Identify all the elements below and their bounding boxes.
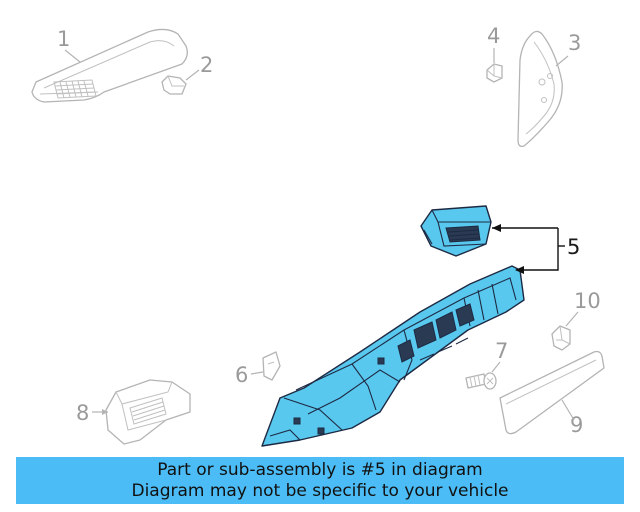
part-1-trim-panel	[31, 28, 188, 103]
callout-5-arrows	[492, 224, 565, 274]
part-1-grille	[53, 79, 97, 99]
part-5-switch-bank	[397, 303, 475, 363]
banner-line-2: Diagram may not be specific to your vehi…	[131, 480, 509, 501]
callout-6: 6	[235, 363, 248, 387]
part-6-clip	[262, 351, 281, 381]
part-5-console-panel[interactable]	[261, 265, 525, 447]
callout-8: 8	[76, 401, 89, 425]
callout-5: 5	[567, 235, 580, 259]
callout-10: 10	[574, 289, 601, 313]
part-9-trim-strip	[499, 350, 605, 435]
part-8-side-vent	[105, 379, 191, 445]
banner-line-1: Part or sub-assembly is #5 in diagram	[157, 459, 483, 480]
callout-7: 7	[495, 339, 508, 363]
part-10-clip	[551, 325, 571, 351]
callout-3: 3	[568, 31, 581, 55]
callout-1: 1	[57, 27, 70, 51]
callout-2: 2	[200, 53, 213, 77]
callout-4: 4	[487, 24, 500, 48]
part-4-nut	[486, 63, 503, 83]
part-2-clip	[161, 75, 187, 95]
part-7-screw	[465, 372, 497, 390]
part-5-vent[interactable]	[420, 205, 492, 257]
part-3-pillar-trim	[517, 30, 563, 148]
info-banner: Part or sub-assembly is #5 in diagram Di…	[16, 457, 624, 504]
